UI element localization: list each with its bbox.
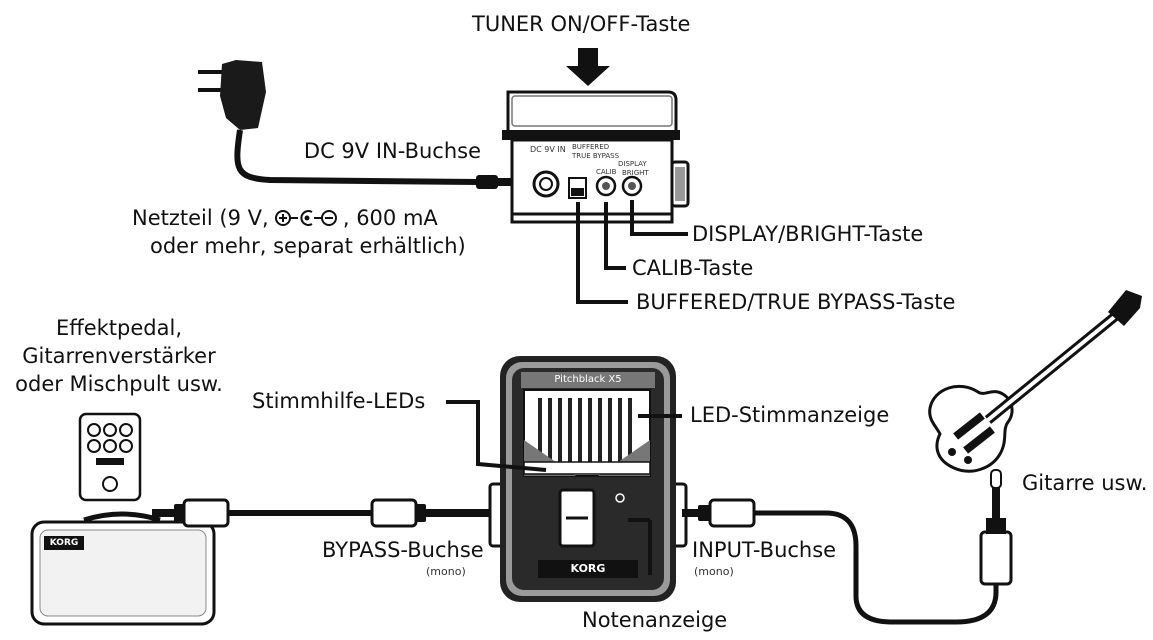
amp-brand-label: KORG <box>49 538 79 548</box>
pedal-name-label: Pitchblack X5 <box>554 374 622 385</box>
display-button-label: DISPLAY/BRIGHT-Taste <box>692 222 924 246</box>
guitar-label: Gitarre usw. <box>1022 471 1148 495</box>
bypass-jack-mono: (mono) <box>426 565 466 578</box>
note-display-label: Notenanzeige <box>582 608 728 632</box>
bypass-cable <box>152 498 496 528</box>
input-jack-mono: (mono) <box>694 565 734 578</box>
guitar-illustration <box>928 290 1142 473</box>
input-cable <box>682 469 1013 625</box>
polarity-icon <box>274 210 337 226</box>
guide-leds-label: Stimmhilfe-LEDs <box>252 389 426 413</box>
adapter-label-line1: Netzteil (9 V, , 600 mA <box>132 206 438 230</box>
led-meter-label: LED-Stimmanzeige <box>690 403 890 427</box>
destination-label-line1: Effektpedal, <box>55 316 182 340</box>
bypass-button-label: BUFFERED/TRUE BYPASS-Taste <box>636 290 956 314</box>
input-jack-label: INPUT-Buchse <box>692 538 837 562</box>
callout-lines-top <box>576 200 688 304</box>
bypass-jack-label: BYPASS-Buchse <box>322 538 484 562</box>
panel-truebypass-label: TRUE BYPASS <box>572 152 620 160</box>
guitar-amp <box>30 511 216 626</box>
power-adapter <box>198 60 516 189</box>
tuner-side-view <box>502 90 690 224</box>
destination-label-line2: Gitarrenverstärker <box>22 344 216 368</box>
pedal-brand-label: KORG <box>570 562 606 575</box>
callout-lines-bottom <box>446 400 682 575</box>
tuner-button-label: TUNER ON/OFF-Taste <box>472 12 691 36</box>
adapter-label-current: , 600 mA <box>342 206 438 230</box>
tuner-front-view <box>488 356 688 602</box>
panel-dcin-label: DC 9V IN <box>530 145 566 154</box>
adapter-label-text: Netzteil (9 V, <box>132 206 269 230</box>
adapter-label-line2: oder mehr, separat erhältlich) <box>150 234 466 258</box>
panel-buffered-label: BUFFERED <box>572 143 610 151</box>
dc-jack-label: DC 9V IN-Buchse <box>303 139 481 163</box>
effect-pedal <box>78 412 142 502</box>
calib-button-label: CALIB-Taste <box>632 256 754 280</box>
panel-calib-label: CALIB <box>596 168 617 176</box>
panel-bright-label: BRIGHT <box>622 169 649 177</box>
tuner-arrow <box>566 48 610 86</box>
panel-display-label: DISPLAY <box>618 160 647 168</box>
destination-label-line3: oder Mischpult usw. <box>15 372 223 396</box>
